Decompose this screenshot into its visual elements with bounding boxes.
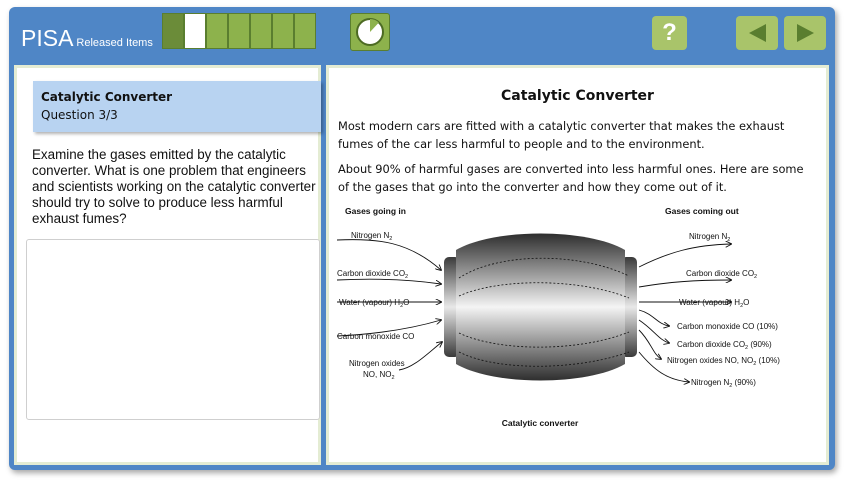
- in-arrow-1: [336, 239, 441, 270]
- out-label-nitrogen-oxides: Nitrogen oxides NO, NO2 (10%): [667, 356, 780, 367]
- in-label-water: Water (vapour) H2O: [339, 298, 409, 309]
- brand-subtitle: Released Items: [76, 37, 153, 49]
- in-arrow-5: [398, 342, 442, 371]
- in-label-no-no2: NO, NO2: [363, 370, 395, 381]
- progress-segment: [251, 14, 271, 48]
- progress-segment: [207, 14, 227, 48]
- question-header: Catalytic Converter Question 3/3: [33, 81, 321, 132]
- out-arrow-2: [638, 280, 731, 288]
- arrow-right-icon: [797, 24, 814, 42]
- back-button[interactable]: [736, 16, 778, 50]
- in-arrow-2: [336, 278, 441, 284]
- in-label-carbon-dioxide: Carbon dioxide CO2: [337, 269, 408, 280]
- out-label-carbon-monoxide: Carbon monoxide CO (10%): [677, 322, 778, 331]
- next-button[interactable]: [784, 16, 826, 50]
- out-arrow-7: [638, 351, 689, 382]
- question-number: Question 3/3: [41, 108, 118, 122]
- diagram-caption: Catalytic converter: [502, 418, 579, 428]
- out-arrow-6: [638, 329, 661, 359]
- gases-out-heading: Gases coming out: [665, 206, 739, 216]
- progress-segment: [185, 14, 205, 48]
- in-arrow-4: [336, 320, 441, 337]
- out-arrow-4: [638, 309, 669, 326]
- out-arrow-5: [638, 319, 669, 343]
- out-label-nitrogen: Nitrogen N2: [689, 232, 730, 243]
- progress-segment: [229, 14, 249, 48]
- out-label-nitrogen-90: Nitrogen N2 (90%): [691, 378, 756, 389]
- gases-in-heading: Gases going in: [345, 206, 406, 216]
- out-arrow-1: [638, 244, 731, 268]
- catalytic-converter-diagram: Gases going in Gases coming out: [336, 206, 780, 428]
- help-button[interactable]: ?: [652, 16, 687, 50]
- in-label-carbon-monoxide: Carbon monoxide CO: [337, 332, 414, 341]
- progress-segment: [295, 14, 315, 48]
- progress-segment: [273, 14, 293, 48]
- in-label-nitrogen: Nitrogen N2: [351, 231, 392, 242]
- out-label-carbon-dioxide-90: Carbon dioxide CO2 (90%): [677, 340, 772, 351]
- question-progress-bar: [162, 13, 316, 49]
- in-label-nitrogen-oxides: Nitrogen oxides: [349, 359, 405, 368]
- progress-segment: [163, 14, 183, 48]
- timer-widget: [350, 13, 390, 51]
- help-icon: ?: [662, 19, 677, 46]
- timer-icon: [356, 18, 384, 46]
- question-title: Catalytic Converter: [41, 90, 173, 104]
- stimulus-paragraph-1: Most modern cars are fitted with a catal…: [338, 119, 785, 151]
- out-label-carbon-dioxide: Carbon dioxide CO2: [686, 269, 757, 280]
- stimulus-panel: Catalytic Converter Most modern cars are…: [326, 65, 829, 465]
- brand-name: PISA: [21, 25, 74, 51]
- stimulus-paragraph-2: About 90% of harmful gases are converted…: [338, 162, 804, 194]
- out-label-water: Water (vapour) H2O: [679, 298, 749, 309]
- arrow-left-icon: [749, 24, 766, 42]
- converter-body: [444, 233, 637, 381]
- question-text: Examine the gases emitted by the catalyt…: [32, 147, 316, 226]
- question-panel: Catalytic Converter Question 3/3 Examine…: [14, 65, 321, 465]
- flow-lines: [458, 257, 630, 367]
- stimulus-title: Catalytic Converter: [501, 88, 654, 104]
- answer-field[interactable]: [26, 239, 320, 420]
